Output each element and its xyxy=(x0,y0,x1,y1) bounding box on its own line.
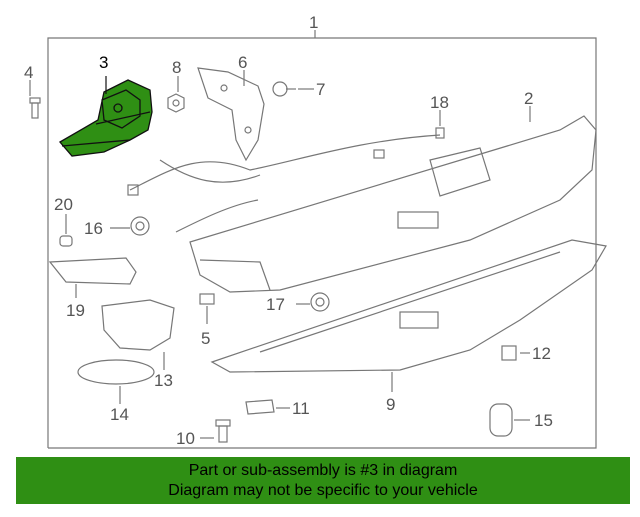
callout-6: 6 xyxy=(238,53,247,72)
part-11-bracket[interactable] xyxy=(245,399,275,415)
callout-13: 13 xyxy=(154,371,173,390)
part-10-bolt[interactable] xyxy=(215,419,231,443)
callout-3: 3 xyxy=(99,53,108,72)
callout-5: 5 xyxy=(201,329,210,348)
part-4-bolt[interactable] xyxy=(29,97,41,119)
part-9-step-pad[interactable] xyxy=(210,239,607,373)
callout-19: 19 xyxy=(66,301,85,320)
callout-labels: 1 2 3 4 5 6 7 8 9 10 11 12 13 14 15 16 1… xyxy=(24,13,553,448)
part-3-bracket[interactable] xyxy=(58,79,153,157)
callout-2: 2 xyxy=(524,89,533,108)
callout-4: 4 xyxy=(24,63,33,82)
callout-17: 17 xyxy=(266,295,285,314)
part-6-bracket[interactable] xyxy=(197,67,265,162)
callout-10: 10 xyxy=(176,429,195,448)
part-12-clip[interactable] xyxy=(501,345,517,361)
wiring-harness[interactable] xyxy=(127,127,445,233)
part-7-clip[interactable] xyxy=(272,81,296,97)
banner-line-2: Diagram may not be specific to your vehi… xyxy=(168,482,478,499)
banner-line-1: Part or sub-assembly is #3 in diagram xyxy=(188,462,458,479)
part-14-grille[interactable] xyxy=(77,359,155,385)
callout-14: 14 xyxy=(110,405,129,424)
part-info-banner: Part or sub-assembly is #3 in diagram Di… xyxy=(16,457,630,504)
callout-16: 16 xyxy=(84,219,103,238)
callout-7: 7 xyxy=(316,80,325,99)
callout-11: 11 xyxy=(292,399,310,418)
assembly-frame xyxy=(47,30,597,449)
callout-9: 9 xyxy=(386,395,395,414)
callout-15: 15 xyxy=(534,411,553,430)
part-5-clip[interactable] xyxy=(199,293,215,305)
callout-12: 12 xyxy=(532,344,551,363)
callout-1: 1 xyxy=(309,13,318,32)
part-15-bezel[interactable] xyxy=(489,403,513,437)
part-13-cover[interactable] xyxy=(101,299,175,351)
callout-8: 8 xyxy=(172,58,181,77)
part-2-bumper[interactable] xyxy=(189,115,597,293)
part-16-sensor[interactable] xyxy=(130,216,150,236)
part-19-end-cap[interactable] xyxy=(48,257,137,285)
leader-lines xyxy=(29,70,531,439)
part-20-plug[interactable] xyxy=(59,235,73,247)
part-17-sensor[interactable] xyxy=(310,292,330,312)
callout-20: 20 xyxy=(54,195,73,214)
part-8-nut[interactable] xyxy=(167,93,185,113)
callout-18: 18 xyxy=(430,93,449,112)
